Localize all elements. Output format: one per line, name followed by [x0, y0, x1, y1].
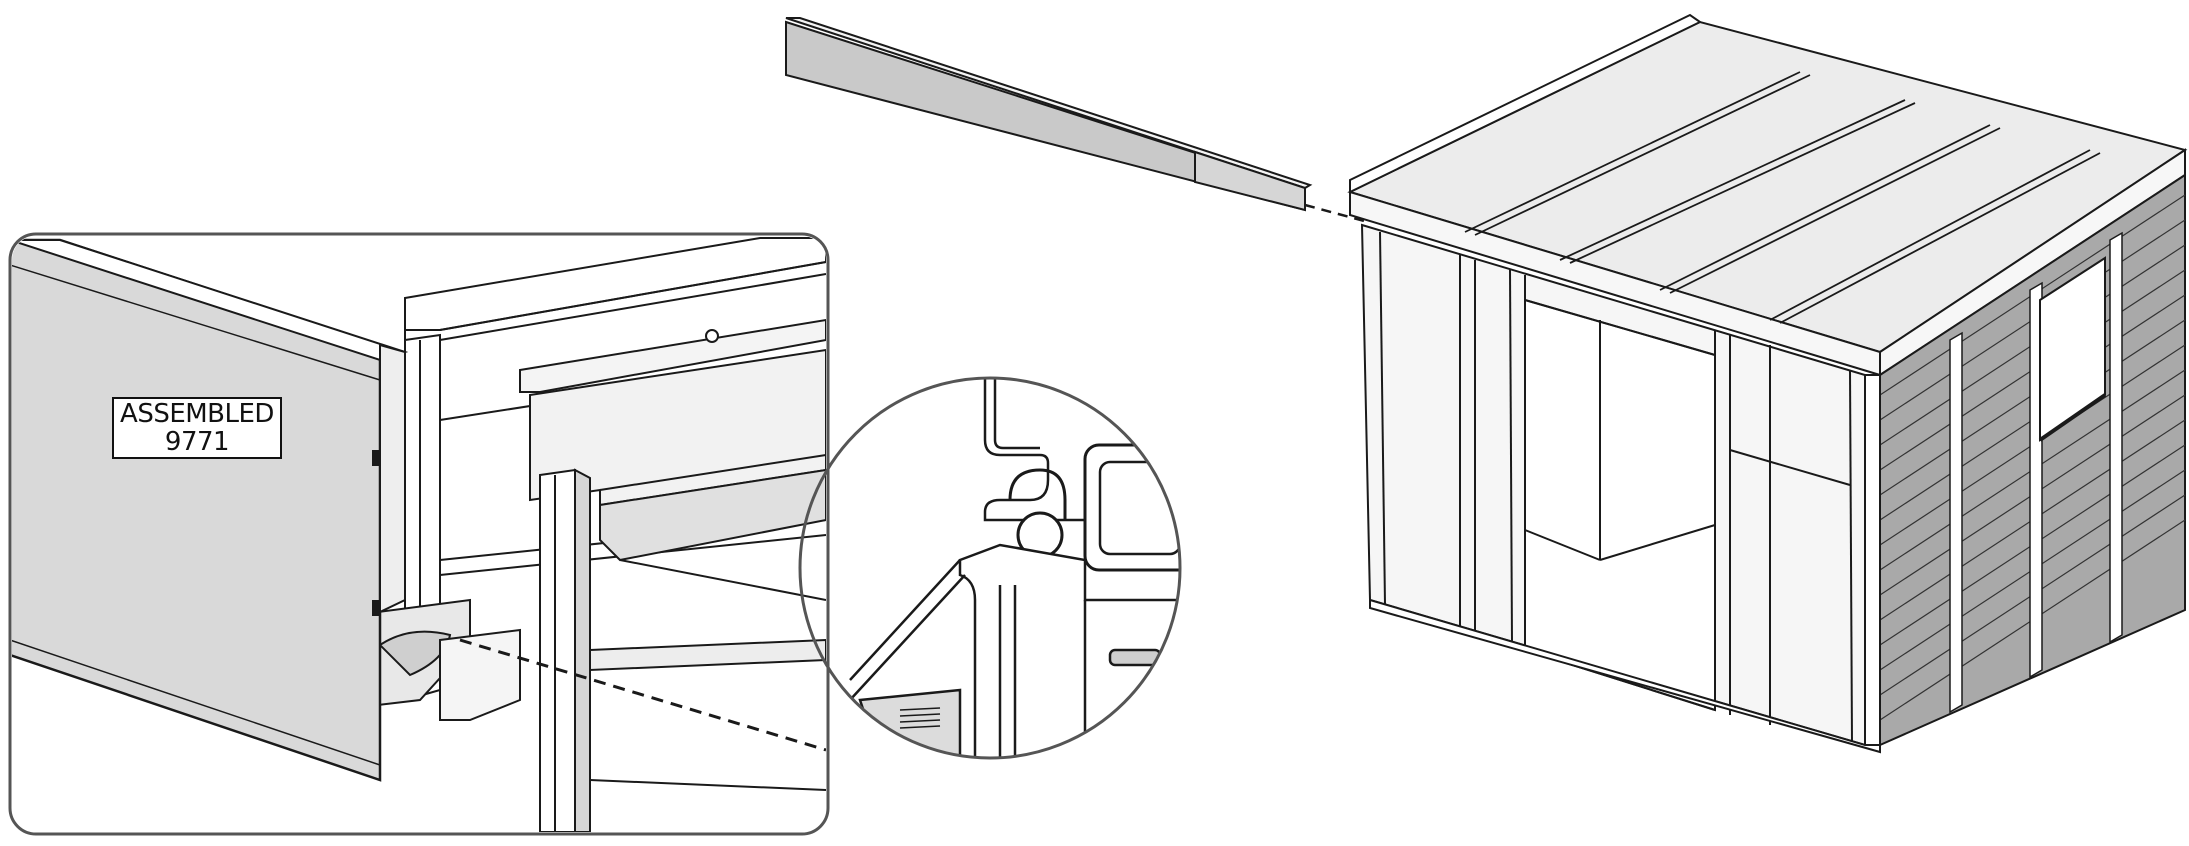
callout-line-1: ASSEMBLED: [120, 399, 274, 429]
front-wall: [1360, 223, 1866, 747]
fascia-board-dashed-line: [1304, 203, 1369, 224]
door-stud: [539, 468, 826, 832]
side-wall-siding: [1879, 173, 2186, 747]
zoom-circle-detail: [798, 376, 1182, 760]
zoom-circle-outline: [798, 376, 1182, 760]
assembled-callout-label: ASSEMBLED 9771: [112, 397, 282, 459]
top-plate: [529, 348, 826, 601]
shed-structure: [1347, 13, 2188, 754]
fascia-board-part: [785, 17, 1369, 224]
callout-line-2: 9771: [164, 427, 230, 457]
detail-inset: [8, 232, 830, 836]
alignment-dashed-line: [459, 638, 826, 752]
fascia-panel: [12, 238, 409, 782]
roof: [1347, 13, 2188, 377]
screw-hole: [705, 329, 719, 343]
